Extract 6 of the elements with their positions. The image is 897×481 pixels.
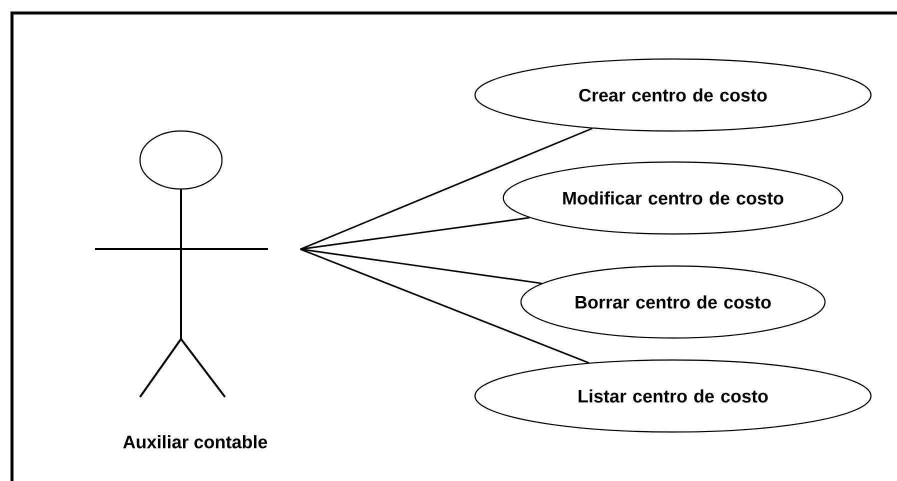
association-line [300, 216, 530, 250]
association-line [300, 128, 593, 250]
association-line [300, 248, 542, 284]
association-line [300, 248, 590, 364]
actor-figure: Auxiliar contable [95, 130, 268, 448]
node-label: Auxiliar contable [123, 435, 268, 448]
